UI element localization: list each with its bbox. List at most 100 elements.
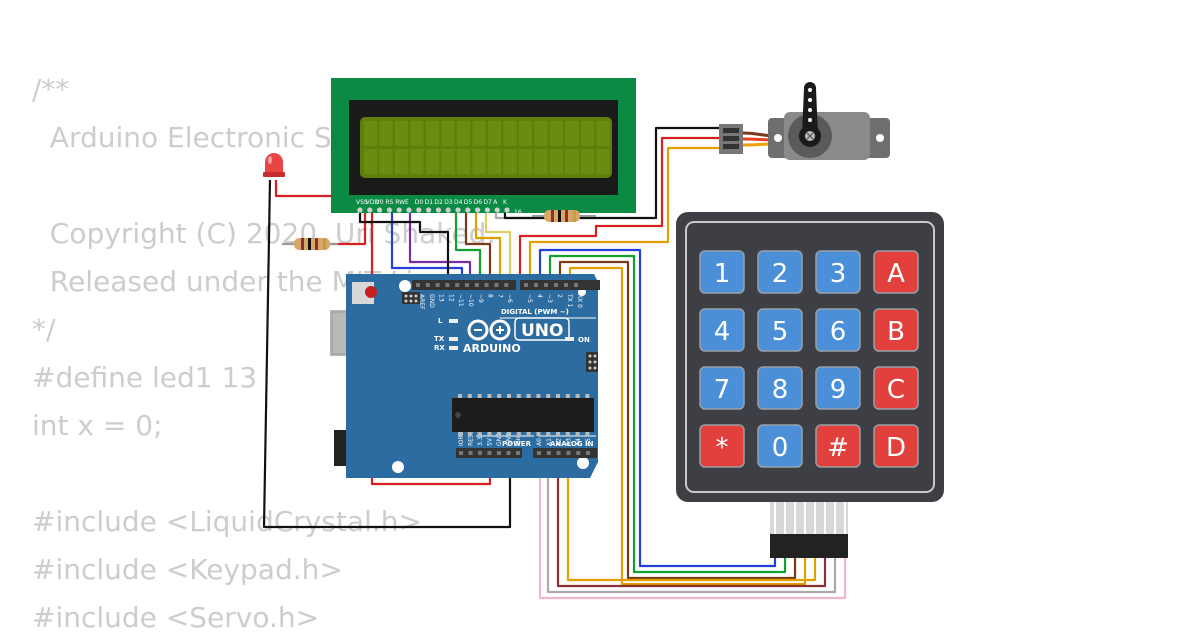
wire-servo-sig: [528, 146, 720, 285]
led-body: [265, 153, 283, 174]
keypad-key-6[interactable]: 6: [815, 308, 861, 352]
lcd-cell: [565, 121, 579, 146]
key-cap[interactable]: [815, 366, 861, 410]
header-pin: [574, 283, 578, 287]
keypad-key-5[interactable]: 5: [757, 308, 803, 352]
header-pin: [537, 451, 541, 455]
resistor-lcd[interactable]: [532, 210, 596, 222]
lcd-cell: [581, 121, 594, 146]
keypad-key-3[interactable]: 3: [815, 250, 861, 294]
uno-badge: [514, 317, 570, 341]
lcd-pin-label: D5: [464, 199, 473, 206]
key-cap[interactable]: [815, 308, 861, 352]
header-pin: [474, 283, 479, 287]
header-pin: [516, 451, 520, 455]
keypad-key-7[interactable]: 7: [699, 366, 745, 410]
key-cap[interactable]: [873, 250, 919, 294]
keypad-key-star[interactable]: *: [699, 424, 745, 468]
lcd-pin: [435, 207, 441, 213]
red-led[interactable]: [263, 153, 285, 177]
digital-pin-label: 4: [536, 294, 543, 298]
header-pin: [544, 283, 548, 287]
resistor-band: [565, 210, 568, 222]
lcd-pin: [416, 207, 422, 213]
key-label: 4: [714, 317, 731, 347]
key-label: 5: [772, 317, 789, 347]
wire-keypad-2: [548, 254, 787, 574]
servo-horn-hole: [808, 108, 812, 112]
chip-leg: [477, 432, 482, 436]
keypad-key-d[interactable]: D: [873, 424, 919, 468]
key-cap[interactable]: [757, 366, 803, 410]
power-analog-pin-label: 5V: [487, 437, 494, 446]
keypad-key-b[interactable]: B: [873, 308, 919, 352]
key-cap[interactable]: [699, 250, 745, 294]
lcd-cell: [426, 149, 439, 174]
key-label: 7: [714, 375, 731, 405]
key-cap[interactable]: [699, 424, 745, 468]
key-cap[interactable]: [873, 308, 919, 352]
key-cap[interactable]: [873, 424, 919, 468]
lcd-cell: [457, 149, 470, 174]
led-label-rx: RX: [434, 344, 445, 352]
key-cap[interactable]: [815, 424, 861, 468]
lcd-pin: [377, 207, 383, 213]
key-cap[interactable]: [699, 366, 745, 410]
servo-motor[interactable]: [719, 82, 890, 160]
key-cap[interactable]: [757, 250, 803, 294]
key-cap[interactable]: [757, 308, 803, 352]
chip-leg: [556, 432, 560, 436]
resistor-led[interactable]: [282, 238, 338, 250]
lcd-pin: [484, 207, 490, 213]
keypad-key-9[interactable]: 9: [815, 366, 861, 410]
lcd-cell: [441, 149, 455, 174]
lcd-pin: [475, 207, 481, 213]
lcd-pin-label: D6: [474, 199, 483, 206]
keypad-key-0[interactable]: 0: [757, 424, 803, 468]
keypad-key-8[interactable]: 8: [757, 366, 803, 410]
icsp-header: [402, 292, 420, 304]
code-line: #define led1 13: [32, 361, 258, 394]
lcd-pin-label: V0: [376, 199, 384, 206]
keypad-key-2[interactable]: 2: [757, 250, 803, 294]
key-cap[interactable]: [757, 424, 803, 468]
lcd-pin: [396, 207, 402, 213]
keypad-connector: [770, 534, 848, 558]
lcd-pin: [494, 207, 500, 213]
key-cap[interactable]: [815, 250, 861, 294]
lcd-pin-label: D1: [425, 199, 434, 206]
digital-pin-holes: [416, 283, 578, 287]
power-analog-pin-label: A5: [585, 438, 592, 446]
lcd-cell: [441, 121, 455, 146]
digital-pin-label: TX 1: [566, 293, 573, 308]
keypad-key-hash[interactable]: #: [815, 424, 861, 468]
lcd-pin-label: VSS: [356, 199, 368, 206]
keypad-key-4[interactable]: 4: [699, 308, 745, 352]
resistor-band: [323, 238, 326, 250]
resistor-band: [551, 210, 554, 222]
led-tx-icon: [449, 337, 458, 341]
lcd-pin: [426, 207, 432, 213]
wire-lcd-d7: [484, 212, 512, 285]
power-analog-pin-label: GND: [506, 432, 513, 446]
resistor-band: [315, 238, 318, 250]
header-pin: [445, 283, 450, 287]
reset-button-cap[interactable]: [365, 286, 377, 298]
header-pin: [465, 283, 469, 287]
power-led-icon: [565, 337, 574, 341]
key-cap[interactable]: [699, 308, 745, 352]
keypad-key-a[interactable]: A: [873, 250, 919, 294]
lcd-pin: [504, 207, 510, 213]
key-cap[interactable]: [873, 366, 919, 410]
keypad-key-1[interactable]: 1: [699, 250, 745, 294]
lcd-pin: [406, 207, 412, 213]
keypad-key-c[interactable]: C: [873, 366, 919, 410]
lcd-pin-label: VDD: [366, 199, 380, 206]
lcd-pin: [465, 207, 471, 213]
